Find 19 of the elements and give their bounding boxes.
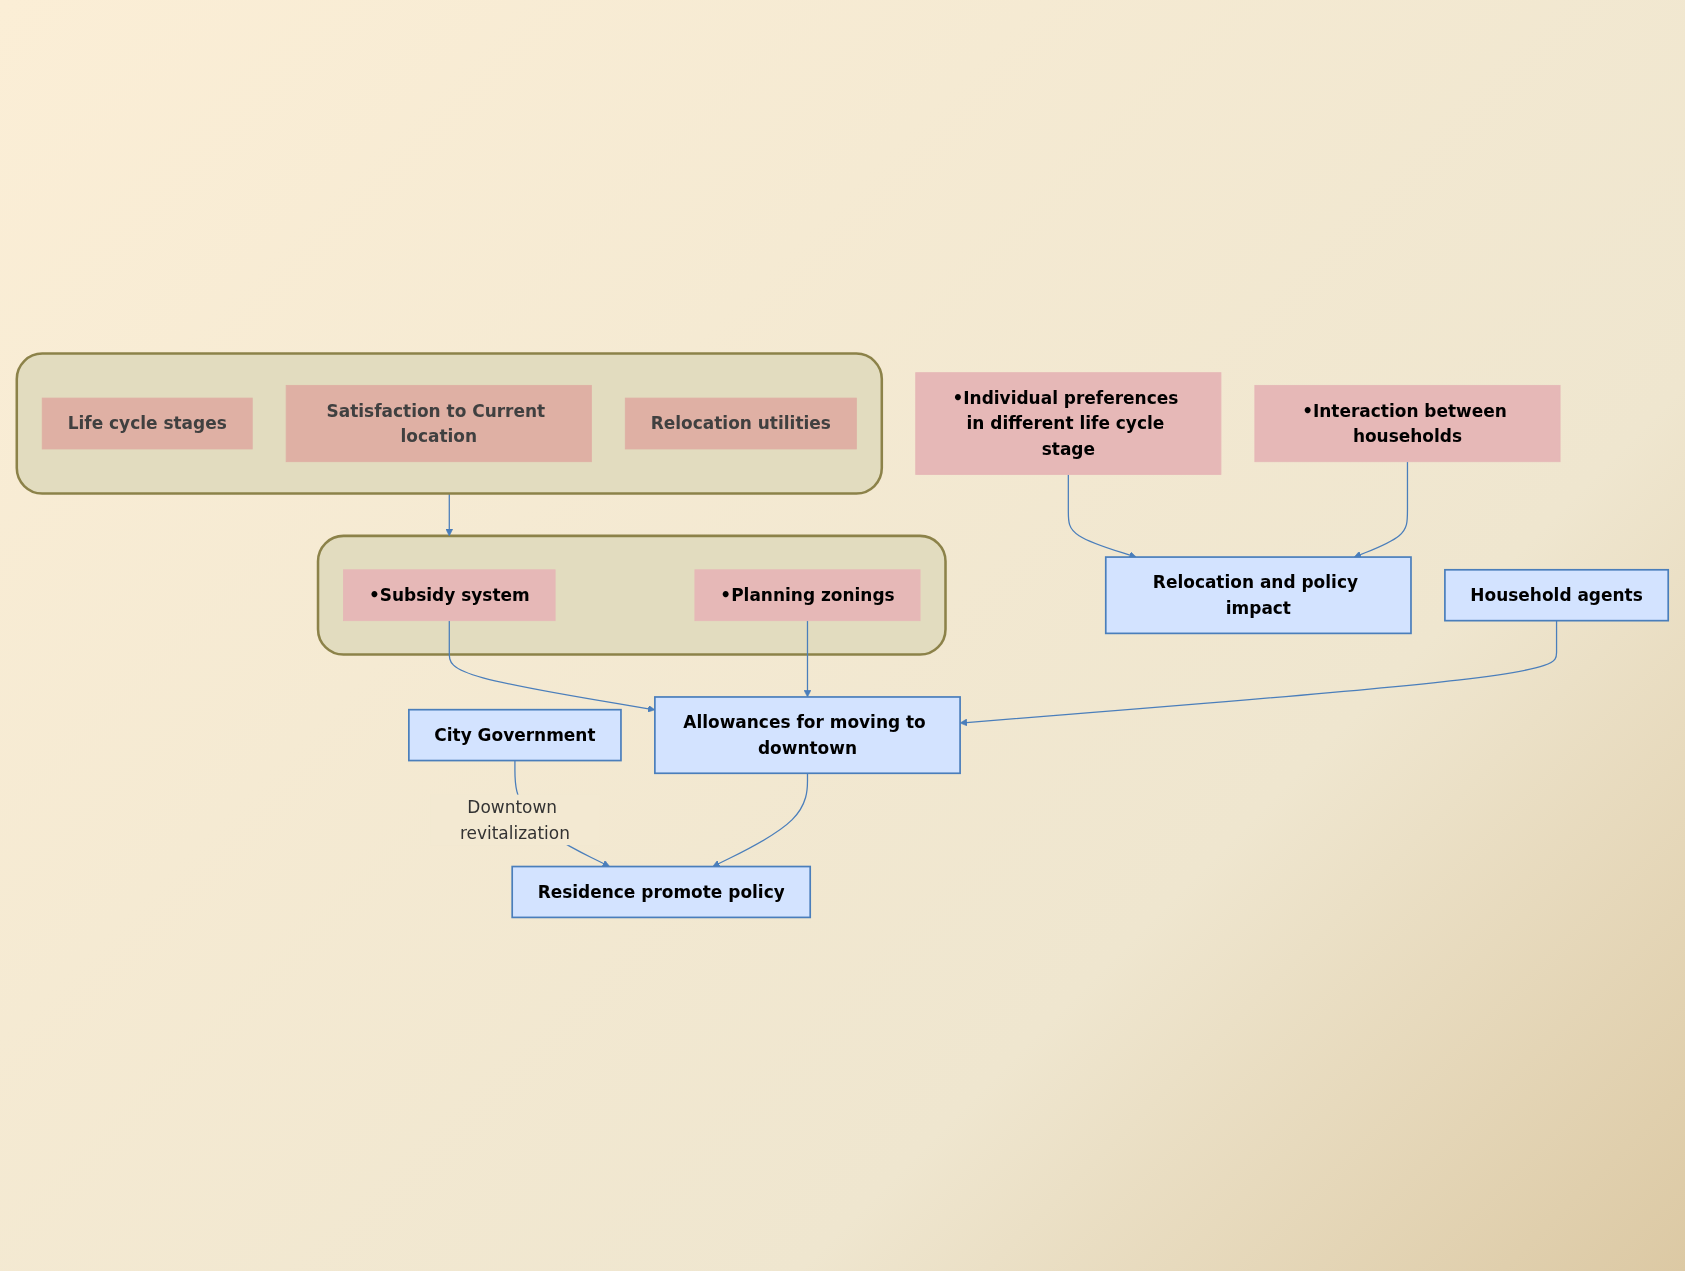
node-box: •Interaction between households xyxy=(1254,384,1561,463)
arrow xyxy=(1353,461,1409,559)
edge-label: Downtown revitalization xyxy=(459,797,570,843)
node-box: Satisfaction to Current location xyxy=(285,384,592,463)
node-box: City Government xyxy=(408,708,622,762)
arrow xyxy=(1067,473,1137,559)
node-box: Allowances for moving to downtown xyxy=(654,696,961,775)
node-box: Residence promote policy xyxy=(511,865,812,919)
cluster xyxy=(15,352,884,495)
node-box: •Planning zonings xyxy=(694,569,921,622)
node-box: Relocation and policy impact xyxy=(1104,556,1412,635)
arrow xyxy=(803,620,812,698)
node-box: Relocation utilities xyxy=(624,397,857,450)
node-box: •Individual preferences in different life cycle stage xyxy=(915,372,1222,475)
node-box: Life cycle stages xyxy=(41,397,253,450)
arrow xyxy=(712,772,809,867)
node-box: Household agents xyxy=(1444,568,1670,622)
node-box: •Subsidy system xyxy=(343,569,556,622)
cluster xyxy=(316,534,947,656)
